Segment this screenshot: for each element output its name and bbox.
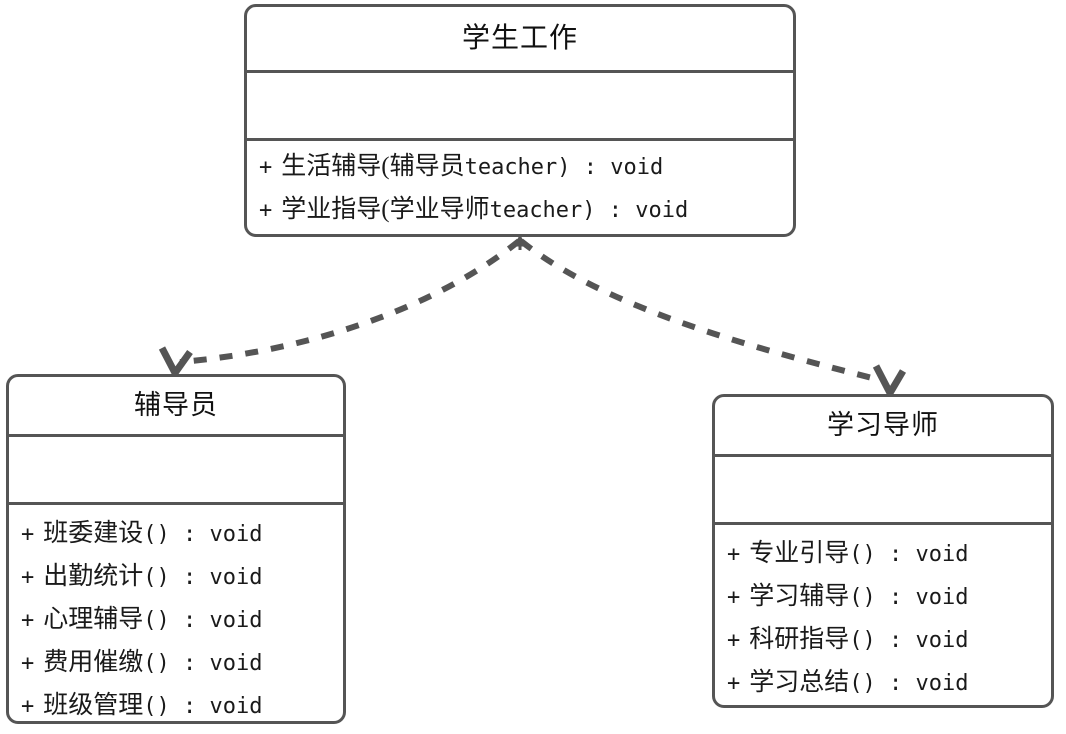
operation-visibility: + (727, 628, 741, 653)
class-operations-counselor: + 班委建设 () : void + 出勤统计 () : void + 心理辅导… (9, 505, 343, 721)
operation-return-type: teacher) : void (464, 155, 664, 180)
operation-signature: 专业引导 (749, 540, 850, 567)
class-attributes-counselor (9, 437, 343, 505)
operation-row: + 学习辅导 () : void (715, 575, 1051, 618)
operation-return-type: () : void (143, 522, 263, 547)
class-name-student-work: 学生工作 (247, 7, 793, 73)
relationship-apex-arrow (514, 233, 526, 250)
operation-signature: 费用催缴 (43, 649, 144, 676)
class-attributes-student-work (247, 73, 793, 141)
operation-signature: 学业指导(学业导师 (281, 196, 490, 223)
operation-visibility: + (727, 671, 741, 696)
operation-visibility: + (21, 694, 35, 719)
class-operations-study-mentor: + 专业引导 () : void + 学习辅导 () : void + 科研指导… (715, 525, 1051, 705)
operation-visibility: + (259, 155, 273, 180)
operation-visibility: + (21, 651, 35, 676)
operation-return-type: () : void (143, 651, 263, 676)
uml-class-counselor[interactable]: 辅导员 + 班委建设 () : void + 出勤统计 () : void + … (6, 374, 346, 724)
class-operations-student-work: + 生活辅导(辅导员 teacher) : void + 学业指导(学业导师 t… (247, 141, 793, 234)
operation-row: + 心理辅导 () : void (9, 598, 343, 641)
uml-class-study-mentor[interactable]: 学习导师 + 专业引导 () : void + 学习辅导 () : void +… (712, 394, 1054, 708)
operation-return-type: () : void (143, 608, 263, 633)
operation-signature: 心理辅导 (43, 606, 144, 633)
relationship-student-work-to-study-mentor (519, 238, 907, 401)
operation-signature: 出勤统计 (43, 563, 144, 590)
operation-return-type: () : void (143, 565, 263, 590)
operation-signature: 学习辅导 (749, 583, 850, 610)
operation-signature: 科研指导 (749, 626, 850, 653)
operation-signature: 学习总结 (749, 669, 850, 696)
operation-visibility: + (21, 565, 35, 590)
operation-return-type: teacher) : void (489, 198, 689, 223)
operation-row: + 出勤统计 () : void (9, 555, 343, 598)
operation-row: + 费用催缴 () : void (9, 641, 343, 684)
operation-row: + 班委建设 () : void (9, 512, 343, 555)
operation-return-type: () : void (849, 542, 969, 567)
operation-return-type: () : void (143, 694, 263, 719)
operation-row: + 科研指导 () : void (715, 618, 1051, 661)
operation-row: + 专业引导 () : void (715, 532, 1051, 575)
uml-class-student-work[interactable]: 学生工作 + 生活辅导(辅导员 teacher) : void + 学业指导(学… (244, 4, 796, 237)
operation-return-type: () : void (849, 671, 969, 696)
operation-row: + 学业指导(学业导师 teacher) : void (247, 188, 793, 231)
operation-visibility: + (727, 542, 741, 567)
operation-visibility: + (21, 522, 35, 547)
operation-visibility: + (21, 608, 35, 633)
relationship-student-work-to-counselor (158, 238, 521, 380)
operation-row: + 班级管理 () : void (9, 684, 343, 721)
operation-signature: 生活辅导(辅导员 (281, 153, 465, 180)
operation-row: + 生活辅导(辅导员 teacher) : void (247, 145, 793, 188)
operation-return-type: () : void (849, 628, 969, 653)
class-attributes-study-mentor (715, 457, 1051, 525)
operation-visibility: + (259, 198, 273, 223)
operation-return-type: () : void (849, 585, 969, 610)
class-name-study-mentor: 学习导师 (715, 397, 1051, 457)
operation-signature: 班级管理 (43, 692, 144, 719)
operation-visibility: + (727, 585, 741, 610)
class-name-counselor: 辅导员 (9, 377, 343, 437)
operation-row: + 学习总结 () : void (715, 661, 1051, 704)
operation-signature: 班委建设 (43, 520, 144, 547)
